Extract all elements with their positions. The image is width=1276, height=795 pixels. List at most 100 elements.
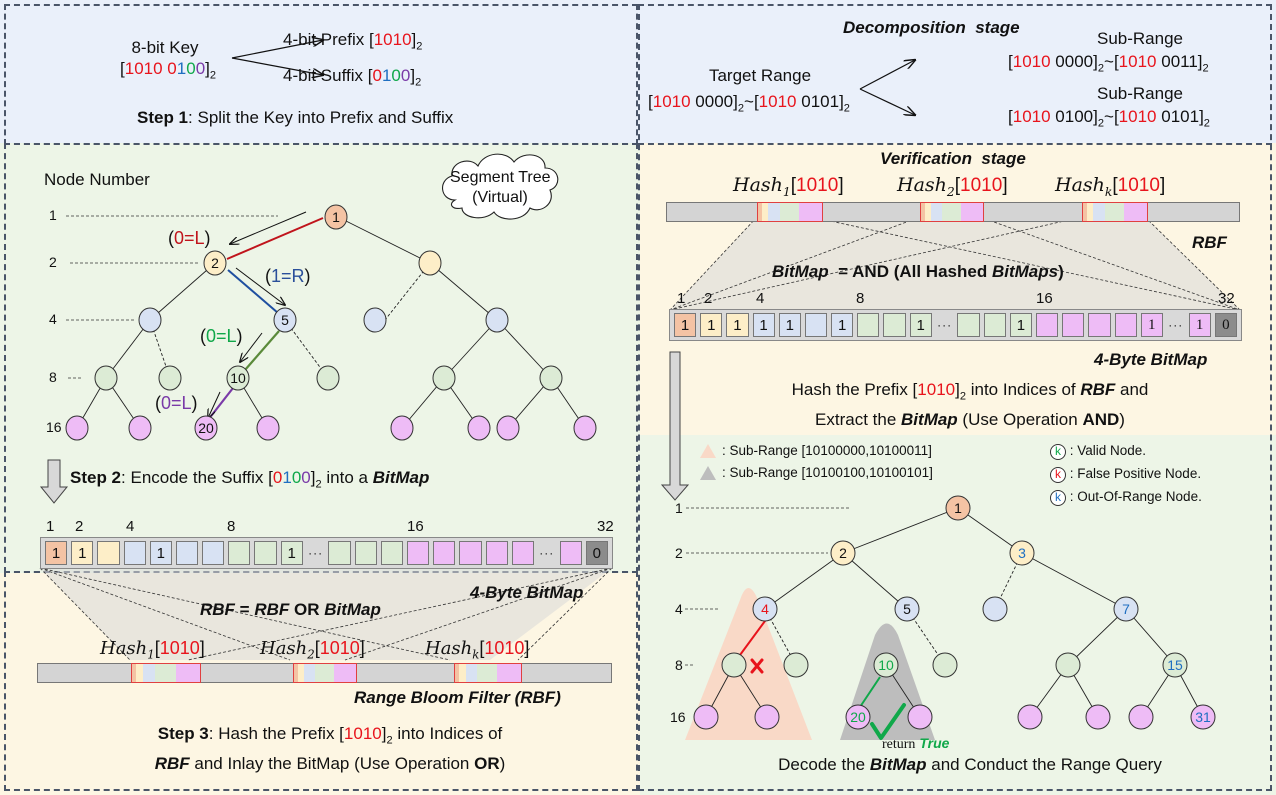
bitmap-cell	[354, 541, 377, 565]
ltree-node-2-label: 2	[211, 255, 219, 271]
left-tree-nodes	[65, 204, 597, 441]
qtree-node-10-label: 10	[878, 657, 894, 673]
qtree-node-10	[873, 652, 899, 678]
bitmap-cell: 1	[280, 541, 303, 565]
ltree-node-5	[273, 307, 297, 333]
bitmap-cell: 1	[71, 541, 94, 565]
bitmap-cell	[328, 541, 351, 565]
ltree-leaf	[65, 415, 89, 441]
key-label: 8-bit Key	[131, 38, 199, 57]
right-rbf-segment-k	[1082, 202, 1148, 222]
step1-caption: Step 1: Split the Key into Prefix and Su…	[137, 108, 454, 127]
bitmap-cell	[804, 313, 828, 337]
step2-caption: Step 2: Encode the Suffix [0100]2 into a…	[70, 468, 430, 491]
bitmap-cell	[883, 313, 906, 337]
ltree-leaf	[496, 415, 520, 441]
rbf-or-formula: RBF = RBF OR BitMap	[200, 600, 381, 619]
bitmap-cell: 1	[1140, 313, 1163, 337]
bitmap-cell	[1114, 313, 1137, 337]
ltree-node-7	[485, 307, 509, 333]
left-hash-2: Hash2[1010]	[260, 638, 365, 662]
query-tree-nodes	[693, 495, 1216, 730]
legend-triangle-subrange1	[700, 444, 716, 458]
level-label-16: 16	[46, 419, 62, 435]
subrange1-value: [1010 0000]2~[1010 0011]2	[1008, 52, 1209, 75]
bitmap-cell	[983, 313, 1006, 337]
bitmap-cell: 1	[778, 313, 801, 337]
ltree-node-20-label: 20	[198, 420, 214, 436]
qtree-node-20-label: 20	[850, 709, 866, 725]
bitmap-cell: 1	[700, 313, 723, 337]
legend-triangle-subrange2	[700, 466, 716, 480]
suffix-label: 4-bit Suffix [0100]2	[283, 66, 422, 89]
legend-subrange1: : Sub-Range [10100000,10100011]	[722, 443, 932, 458]
bitmap-cell: 1	[1188, 313, 1211, 337]
path-label-1R-blue: (1=R)	[265, 266, 311, 286]
bitmap-cell	[406, 541, 430, 565]
out-of-range-node-icon: k	[1050, 490, 1066, 506]
right-fan	[669, 216, 1241, 311]
rbf-band	[1123, 203, 1147, 221]
bitmap-cell	[1088, 313, 1111, 337]
qtree-node-14	[1055, 652, 1081, 678]
ltree-node-4	[138, 307, 162, 333]
left-fan	[39, 567, 613, 661]
rbf-band	[142, 664, 156, 682]
qtree-node-1-label: 1	[954, 500, 962, 516]
legend-subrange2: : Sub-Range [10100100,10100101]	[722, 465, 933, 480]
target-range-label: Target Range	[708, 66, 812, 85]
ltree-node-11	[316, 365, 340, 391]
ltree-leaf	[467, 415, 491, 441]
ltree-leaf	[256, 415, 280, 441]
qtree-node-5	[894, 596, 920, 622]
bitmap-cell: 1	[45, 541, 68, 565]
qtree-node-9	[783, 652, 809, 678]
ltree-leaf	[573, 415, 597, 441]
rbf-band	[458, 664, 466, 682]
right-rbf-bar	[666, 202, 1240, 222]
bitmap-cell	[380, 541, 403, 565]
rbf-band	[942, 203, 961, 221]
rbf-caption: Range Bloom Filter (RBF)	[354, 688, 561, 707]
ltree-node-3	[418, 250, 442, 276]
left-rbf-segment-k	[454, 663, 522, 683]
rbf-band	[960, 203, 983, 221]
qtree-node-15-label: 15	[1167, 657, 1183, 673]
bitmap-cell	[1062, 313, 1085, 337]
bitmap-ellipsis: ···	[937, 318, 953, 332]
bitmap-cell	[97, 541, 120, 565]
bitmap-cell	[175, 541, 199, 565]
left-tree-path	[208, 211, 324, 421]
rbf-band	[779, 203, 799, 221]
decomposition-border	[638, 4, 1272, 145]
valid-check-icon	[870, 703, 906, 740]
level-label-1: 1	[49, 207, 57, 223]
down-arrow-left	[39, 459, 69, 504]
right-hash-k: Hashk[1010]	[1055, 174, 1166, 199]
ltree-leaf	[390, 415, 414, 441]
rbf-band	[333, 664, 356, 682]
right-border	[638, 4, 1272, 791]
qtree-node-20	[845, 704, 871, 730]
qtree-node-3-label: 3	[1018, 545, 1026, 561]
qtree-node-7	[1113, 596, 1139, 622]
qlevel-label-16: 16	[670, 709, 686, 725]
rbf-band	[303, 664, 316, 682]
qtree-leaf	[754, 704, 780, 730]
query-level-guides	[685, 507, 850, 666]
decompose-arrows	[859, 60, 915, 115]
bitmap-cell	[511, 541, 534, 565]
decomposition-title: Decomposition stage	[843, 18, 1020, 37]
bitmap-cell: 1	[752, 313, 775, 337]
rbf-band	[798, 203, 822, 221]
verification-caption: Hash the Prefix [1010]2 into Indices of …	[791, 380, 1149, 430]
rbf-band	[136, 664, 143, 682]
return-true-label: return True	[882, 735, 950, 752]
qtree-node-5-label: 5	[903, 601, 911, 617]
decomposition-panel	[640, 0, 1276, 143]
ltree-node-9	[158, 365, 182, 391]
valid-node-icon: k	[1050, 444, 1066, 460]
qtree-node-4-label: 4	[761, 601, 769, 617]
bitmap-cell: 1	[1009, 313, 1032, 337]
